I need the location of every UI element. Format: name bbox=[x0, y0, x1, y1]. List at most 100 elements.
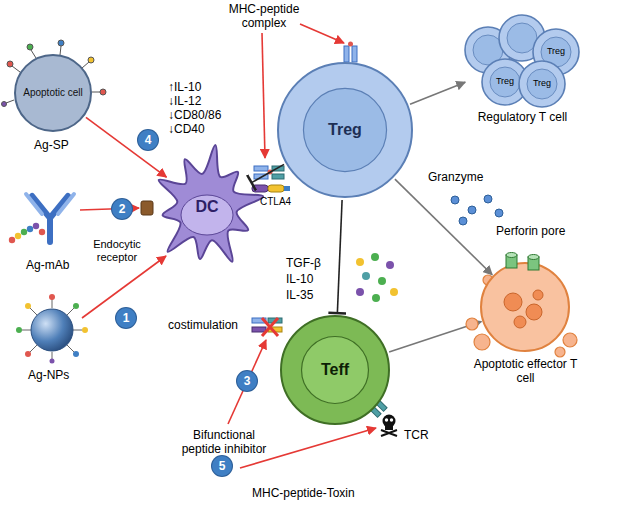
illustration-part bbox=[27, 44, 33, 50]
cell-membrane bbox=[15, 55, 91, 131]
illustration-part bbox=[52, 299, 53, 308]
illustration-part bbox=[252, 327, 266, 332]
illustration-part bbox=[252, 185, 268, 192]
marker-change: ↓CD40 bbox=[168, 122, 205, 136]
node-label: Treg bbox=[325, 121, 365, 139]
illustration-part bbox=[15, 233, 21, 239]
illustration-part bbox=[33, 223, 39, 229]
apoptotic-bleb bbox=[474, 334, 490, 350]
agent-name: MHC-peptide-Toxin bbox=[252, 486, 355, 500]
nuclear-fragment bbox=[504, 293, 522, 311]
receptor-name: TCR bbox=[404, 428, 429, 442]
illustration-part bbox=[390, 288, 398, 296]
cytokine-dots bbox=[356, 253, 398, 302]
illustration-part bbox=[228, 340, 266, 424]
endocytic-receptor bbox=[141, 201, 153, 215]
illustration-part bbox=[381, 430, 397, 436]
cytokine-change: ↓IL-12 bbox=[168, 94, 201, 108]
nuclear-fragment bbox=[533, 290, 543, 300]
illustration-part bbox=[371, 253, 379, 261]
apoptotic-bleb bbox=[563, 333, 577, 347]
node-label: Teff bbox=[318, 361, 352, 379]
cell-label: Treg bbox=[528, 78, 556, 89]
dendritic-cell: DC bbox=[148, 140, 266, 275]
illustration-part bbox=[262, 318, 278, 336]
illustration-part bbox=[31, 309, 73, 351]
callout-number: 3 bbox=[237, 371, 257, 391]
illustration-part bbox=[268, 185, 284, 192]
costimulation-pair bbox=[252, 318, 282, 336]
illustration-part bbox=[32, 196, 68, 242]
illustration-part bbox=[82, 62, 89, 68]
illustration-part bbox=[348, 42, 353, 47]
illustration-part bbox=[31, 50, 36, 58]
illustration-part bbox=[67, 345, 74, 352]
illustration-part bbox=[16, 327, 22, 333]
treg-nucleus bbox=[527, 69, 557, 99]
illustration-part bbox=[25, 303, 31, 309]
apoptotic-effector-cell: Apoptotic effector T cell bbox=[468, 262, 583, 398]
cell-label: Treg bbox=[542, 46, 570, 57]
illustration-part bbox=[25, 351, 31, 357]
molecule-name: Granzyme bbox=[428, 170, 483, 184]
mhc-peptide-complex bbox=[344, 42, 357, 63]
illustration-part bbox=[67, 308, 74, 315]
illustration-part bbox=[9, 237, 15, 243]
apoptotic-bleb bbox=[555, 347, 565, 357]
receptor-name: Endocytic receptor bbox=[86, 238, 148, 264]
illustration-part bbox=[495, 209, 503, 217]
illustration-part bbox=[6, 100, 14, 103]
illustration-part bbox=[22, 330, 31, 331]
cell-membrane bbox=[278, 63, 412, 197]
illustration-part bbox=[2, 102, 7, 107]
illustration-part bbox=[284, 186, 290, 191]
illustration-part bbox=[73, 303, 79, 309]
illustration-part bbox=[30, 345, 37, 352]
receptor-name: CTLA4 bbox=[260, 196, 291, 208]
arrow-line bbox=[86, 117, 167, 177]
annotation: costimulation bbox=[168, 318, 238, 332]
treg-membrane bbox=[519, 61, 565, 107]
illustration-part bbox=[352, 46, 357, 62]
cytokine-change: ↑IL-10 bbox=[168, 80, 201, 94]
arrow-line bbox=[395, 179, 492, 275]
illustration-part bbox=[58, 40, 64, 46]
arrow-line bbox=[410, 82, 465, 104]
illustration-part bbox=[100, 89, 106, 95]
illustration-part bbox=[26, 194, 74, 214]
illustration-part bbox=[22, 299, 82, 359]
illustration-part bbox=[9, 223, 45, 243]
illustration-part bbox=[21, 229, 27, 235]
perforin-pore bbox=[528, 255, 539, 271]
illustration-part bbox=[49, 294, 55, 300]
illustration-part bbox=[356, 288, 364, 296]
illustration-part bbox=[39, 229, 45, 235]
illustration-part bbox=[12, 66, 20, 72]
cell-nucleus bbox=[302, 337, 369, 404]
illustration-part bbox=[30, 308, 37, 315]
dendrite-outline bbox=[159, 145, 264, 262]
node-label: Apoptotic cell bbox=[20, 87, 85, 99]
cytokine-name: IL-10 bbox=[286, 272, 313, 286]
agent-name: Ag-NPs bbox=[28, 368, 69, 382]
callout-number: 1 bbox=[116, 308, 136, 328]
illustration-part bbox=[82, 327, 88, 333]
agent-name: Ag-mAb bbox=[26, 258, 69, 272]
apoptotic-bleb bbox=[466, 318, 478, 330]
marker-change: ↓CD80/86 bbox=[168, 108, 221, 122]
treg-nucleus bbox=[490, 67, 520, 97]
callout-number: 5 bbox=[212, 456, 232, 476]
perforin-pore bbox=[506, 253, 517, 269]
treg-cluster: Regulatory T cell bbox=[460, 12, 585, 130]
nuclear-fragment bbox=[514, 316, 526, 328]
agent-name: Bifunctional peptide inhibitor bbox=[172, 428, 276, 456]
illustration-part bbox=[7, 61, 13, 67]
node-label: DC bbox=[192, 198, 221, 216]
illustration-part bbox=[451, 196, 459, 204]
inhibition-line bbox=[252, 164, 284, 182]
illustration-part bbox=[52, 352, 53, 359]
illustration-part bbox=[300, 24, 344, 43]
cytokine-name: IL-35 bbox=[286, 288, 313, 302]
annotation: MHC-peptide complex bbox=[216, 2, 312, 30]
